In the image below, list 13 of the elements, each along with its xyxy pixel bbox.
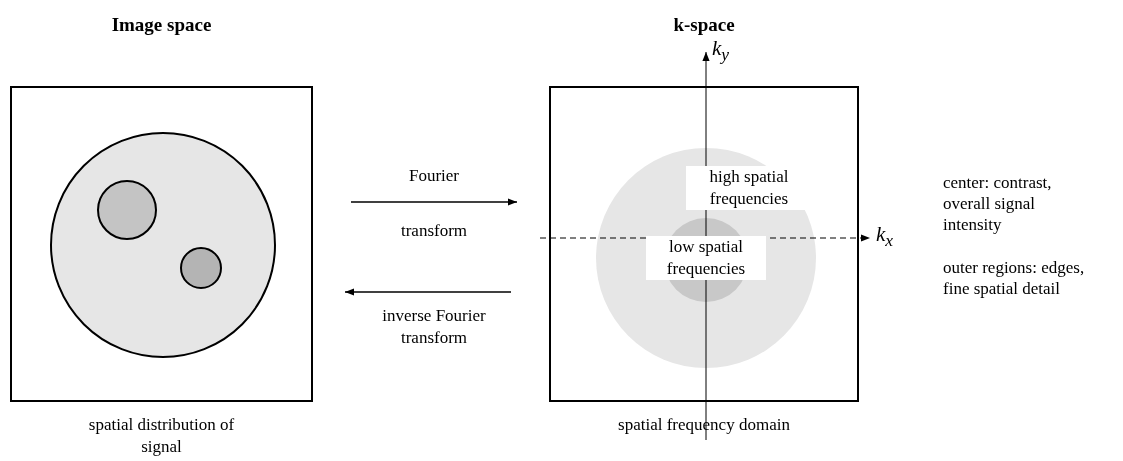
panel-heading: Image space <box>110 14 213 36</box>
note-text: outer regions: edges, fine spatial detail <box>943 257 1086 299</box>
axis-label: k$_{y}$ <box>712 38 731 66</box>
arrow <box>344 288 512 296</box>
note-text: center: contrast, overall signal intensity <box>943 172 1053 235</box>
region-label: low spatial frequencies <box>646 236 766 280</box>
edge-label: inverse Fourier transform <box>381 305 487 349</box>
axis-label: k$_{x}$ <box>876 224 895 252</box>
edge-label: Fourier transform <box>399 165 469 242</box>
panel-caption: spatial frequency domain <box>617 414 791 436</box>
panel-caption: spatial distribution of signal <box>87 414 236 458</box>
arrow <box>350 198 518 206</box>
panel-heading: k-space <box>672 14 736 36</box>
